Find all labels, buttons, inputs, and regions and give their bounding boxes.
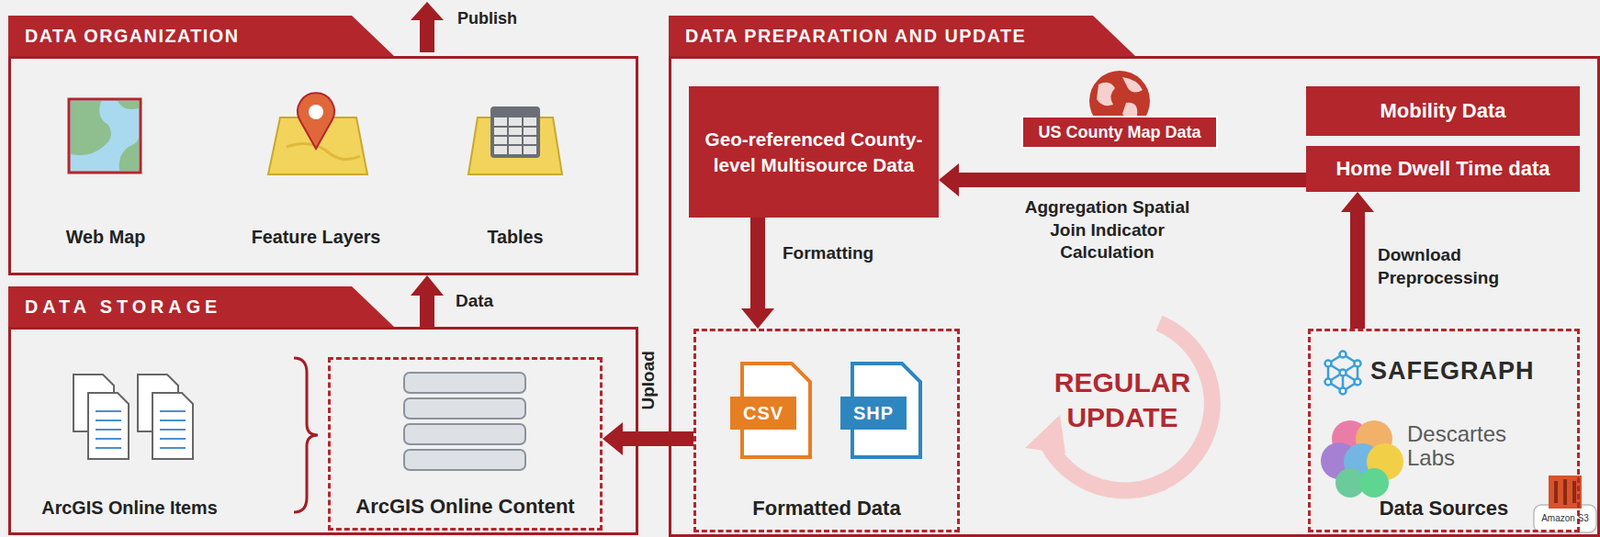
map-data-box: US County Map Data bbox=[1021, 115, 1218, 149]
text-label: Publish bbox=[457, 9, 568, 29]
process-box: Geo-referenced County-level Multisource … bbox=[688, 86, 939, 218]
section-heading: DATA STORAGE bbox=[8, 286, 395, 327]
file-type-text: CSV bbox=[743, 403, 784, 425]
item-caption: Tables bbox=[450, 226, 581, 248]
box-text: Geo-referenced County-level Multisource … bbox=[688, 126, 939, 179]
icon-item: Feature Layers bbox=[224, 91, 408, 258]
file-type-band: SHP bbox=[840, 396, 907, 430]
box-text: Home Dwell Time data bbox=[1328, 155, 1557, 183]
icon-item: Web Map bbox=[27, 91, 184, 258]
dashed-container: Formatted Data CSV SHP bbox=[693, 328, 960, 533]
item-caption: ArcGIS Online Content bbox=[330, 495, 600, 519]
item-caption: Feature Layers bbox=[224, 226, 408, 248]
feature-layer-icon bbox=[268, 92, 368, 175]
file-type-text: SHP bbox=[853, 403, 894, 425]
item-caption: Data Sources bbox=[1310, 496, 1578, 521]
csv-file-icon bbox=[742, 363, 811, 458]
section-heading: DATA PREPARATION AND UPDATE bbox=[668, 15, 1136, 57]
data-box: Mobility Data bbox=[1306, 86, 1580, 136]
bracket bbox=[293, 358, 318, 513]
text-label: Descartes Labs bbox=[1407, 422, 1525, 472]
item-caption: Formatted Data bbox=[696, 496, 958, 521]
block-arrow bbox=[741, 217, 775, 329]
edge-label: Upload bbox=[637, 343, 661, 417]
publish-arrow bbox=[410, 1, 444, 53]
text-label: SAFEGRAPH bbox=[1370, 357, 1573, 386]
icon-item: Tables bbox=[450, 91, 581, 258]
database-icon bbox=[404, 372, 526, 471]
text-label: REGULAR UPDATE bbox=[1030, 365, 1215, 435]
shp-file-icon bbox=[852, 363, 921, 458]
icon-item: ArcGIS Online Items bbox=[11, 362, 248, 529]
block-arrow bbox=[410, 275, 444, 327]
edge-label: Aggregation Spatial Join Indicator Calcu… bbox=[1008, 196, 1206, 265]
descartes-icon bbox=[1320, 420, 1404, 498]
web-map-icon bbox=[68, 99, 141, 173]
edge-label: Data bbox=[455, 290, 530, 314]
section-heading: DATA ORGANIZATION bbox=[8, 15, 395, 57]
data-box: Home Dwell Time data bbox=[1306, 146, 1580, 192]
document-icons bbox=[73, 374, 193, 460]
block-arrow bbox=[602, 422, 694, 456]
section-panel: DATA ORGANIZATIONWeb MapFeature LayersTa… bbox=[8, 56, 639, 276]
edge-label: Download Preprocessing bbox=[1377, 244, 1516, 290]
item-caption: Web Map bbox=[27, 226, 184, 248]
amazon-s3-icon bbox=[1533, 475, 1597, 533]
block-arrow bbox=[1340, 191, 1375, 329]
table-icon bbox=[468, 106, 563, 175]
dashed-container: ArcGIS Online Content bbox=[327, 357, 603, 531]
section-panel: DATA STORAGEArcGIS Online ItemsArcGIS On… bbox=[8, 326, 639, 536]
file-type-band: CSV bbox=[730, 396, 797, 430]
edge-label: Formatting bbox=[782, 242, 912, 266]
item-caption: ArcGIS Online Items bbox=[11, 497, 248, 519]
safegraph-icon bbox=[1325, 351, 1362, 395]
box-text: US County Map Data bbox=[1030, 121, 1208, 144]
section-panel: DATA PREPARATION AND UPDATEGeo-reference… bbox=[668, 56, 1600, 537]
box-text: Mobility Data bbox=[1373, 97, 1514, 125]
text-label: Amazon S3 bbox=[1535, 513, 1595, 524]
block-arrow bbox=[938, 163, 1307, 197]
